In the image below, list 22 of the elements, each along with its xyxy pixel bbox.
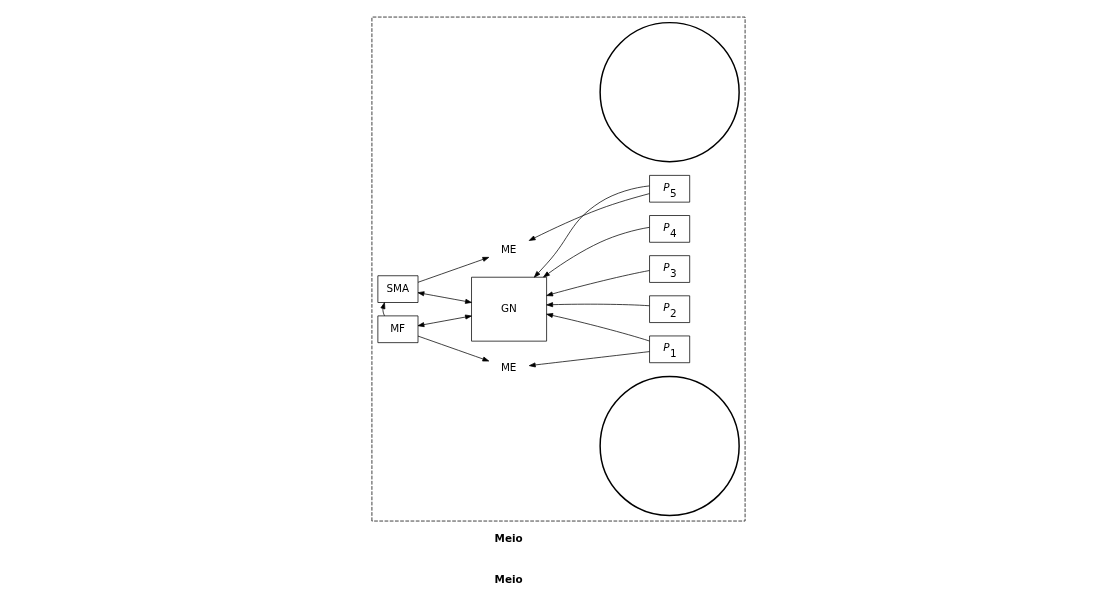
arrow xyxy=(546,270,650,297)
node-text: ME xyxy=(500,243,517,256)
node-circle xyxy=(599,375,740,517)
arrow xyxy=(417,314,472,328)
arrow xyxy=(417,291,472,304)
node-box: SMA xyxy=(377,275,419,303)
arrow xyxy=(417,257,490,283)
node-box: GN xyxy=(471,276,547,342)
node-text: ME xyxy=(500,360,517,373)
label: Meio xyxy=(494,572,523,585)
arrow xyxy=(417,335,490,362)
arrow xyxy=(533,185,650,278)
arrow xyxy=(546,302,650,308)
arrow xyxy=(528,193,650,241)
arrow xyxy=(380,302,386,317)
arrow xyxy=(528,351,650,368)
label: Meio xyxy=(494,532,523,545)
node-box: MF xyxy=(377,315,419,343)
node-circle xyxy=(599,21,740,163)
cluster xyxy=(371,16,746,522)
arrow xyxy=(543,227,650,278)
arrow xyxy=(546,313,650,342)
